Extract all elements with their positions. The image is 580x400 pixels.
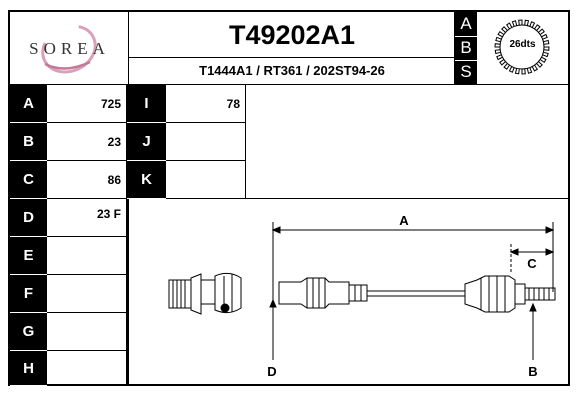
spec-letter-k: K	[127, 161, 166, 199]
spec-value-j	[166, 123, 246, 161]
gear-tooth	[501, 26, 508, 33]
divider	[455, 36, 477, 37]
gear-tooth	[508, 66, 515, 73]
spec-letter-j: J	[127, 123, 166, 161]
gear-tooth	[499, 59, 506, 66]
spec-letter-e: E	[10, 237, 47, 275]
gear-tooth	[503, 63, 510, 70]
abs-ring-block: 26dts	[477, 12, 568, 85]
gear-tooth	[539, 56, 547, 64]
spec-value-a: 725	[47, 85, 127, 123]
arrow-icon	[545, 248, 555, 256]
spec-value-b: 23	[47, 123, 127, 161]
spec-letter-g: G	[10, 313, 47, 351]
gear-tooth	[529, 21, 536, 28]
cross-references: T1444A1 / RT361 / 202ST94-26	[199, 63, 385, 78]
gear-tooth	[518, 19, 523, 26]
spec-letter-a: A	[10, 85, 47, 123]
outer-boot	[464, 275, 516, 313]
gear-tooth	[495, 36, 502, 43]
spec-value-c: 86	[47, 161, 127, 199]
gear-tooth	[494, 49, 501, 55]
spec-value-f	[47, 275, 127, 313]
dimension-label-c: C	[527, 256, 537, 271]
tripod-cage	[214, 272, 242, 314]
retaining-clip	[220, 303, 230, 313]
blank-area	[246, 85, 568, 199]
abs-indicator: A B S	[455, 12, 477, 85]
product-spec-sheet: SOREA T49202A1 T1444A1 / RT361 / 202ST94…	[8, 10, 570, 386]
teeth-count: 26dts	[509, 39, 536, 50]
outer-joint-neck	[514, 283, 526, 305]
gear-tooth	[514, 68, 520, 75]
gear-tooth	[497, 30, 505, 38]
part-number: T49202A1	[129, 12, 455, 58]
brand-name: SOREA	[29, 39, 110, 58]
spec-letter-f: F	[10, 275, 47, 313]
gear-tooth	[505, 22, 513, 30]
arrow-icon	[271, 226, 281, 234]
inner-joint-flange	[190, 273, 202, 315]
spec-value-g	[47, 313, 127, 351]
gear-tooth	[531, 64, 539, 72]
spec-letter-i: I	[127, 85, 166, 123]
abs-letter-s: S	[460, 62, 472, 81]
divider	[455, 60, 477, 61]
spec-letter-d: D	[10, 199, 47, 237]
spec-value-d: 23 F	[47, 199, 127, 237]
spec-letter-c: C	[10, 161, 47, 199]
gear-tooth	[538, 28, 545, 35]
gear-tooth	[543, 46, 550, 51]
spec-value-k	[166, 161, 246, 199]
spec-value-e	[47, 237, 127, 275]
arrow-icon	[529, 302, 537, 312]
gear-tooth	[536, 61, 543, 68]
arrow-icon	[509, 248, 519, 256]
gear-tooth	[526, 67, 533, 74]
spec-letter-b: B	[10, 123, 47, 161]
gear-tooth	[511, 20, 518, 27]
brand-logo: SOREA	[10, 12, 129, 85]
spline-stub	[524, 287, 556, 301]
gear-tooth	[534, 24, 541, 31]
gear-tooth	[524, 19, 530, 26]
inner-boot	[278, 277, 350, 309]
dimension-label-b: B	[528, 364, 537, 379]
title-block: T49202A1 T1444A1 / RT361 / 202ST94-26	[129, 12, 455, 85]
divider	[127, 199, 129, 386]
spec-letter-h: H	[10, 351, 47, 386]
logo-swoosh-icon	[41, 24, 97, 74]
gear-tooth	[543, 39, 550, 45]
boot-clamp	[348, 284, 368, 302]
gear-tooth	[496, 54, 503, 61]
dimension-label-d: D	[267, 364, 276, 379]
gear-tooth	[541, 33, 548, 40]
gear-tooth	[521, 68, 526, 75]
inner-joint-housing	[168, 279, 192, 309]
arrow-icon	[269, 298, 277, 308]
abs-letter-b: B	[460, 38, 472, 57]
arrow-icon	[545, 226, 555, 234]
gear-tooth	[494, 43, 501, 48]
spec-value-h	[47, 351, 127, 386]
gear-icon	[494, 19, 550, 75]
spec-value-i: 78	[166, 85, 246, 123]
drive-shaft-drawing: A C D B	[168, 213, 556, 379]
abs-letter-a: A	[460, 14, 472, 33]
dimension-label-a: A	[399, 213, 409, 228]
gear-tooth	[542, 51, 549, 58]
